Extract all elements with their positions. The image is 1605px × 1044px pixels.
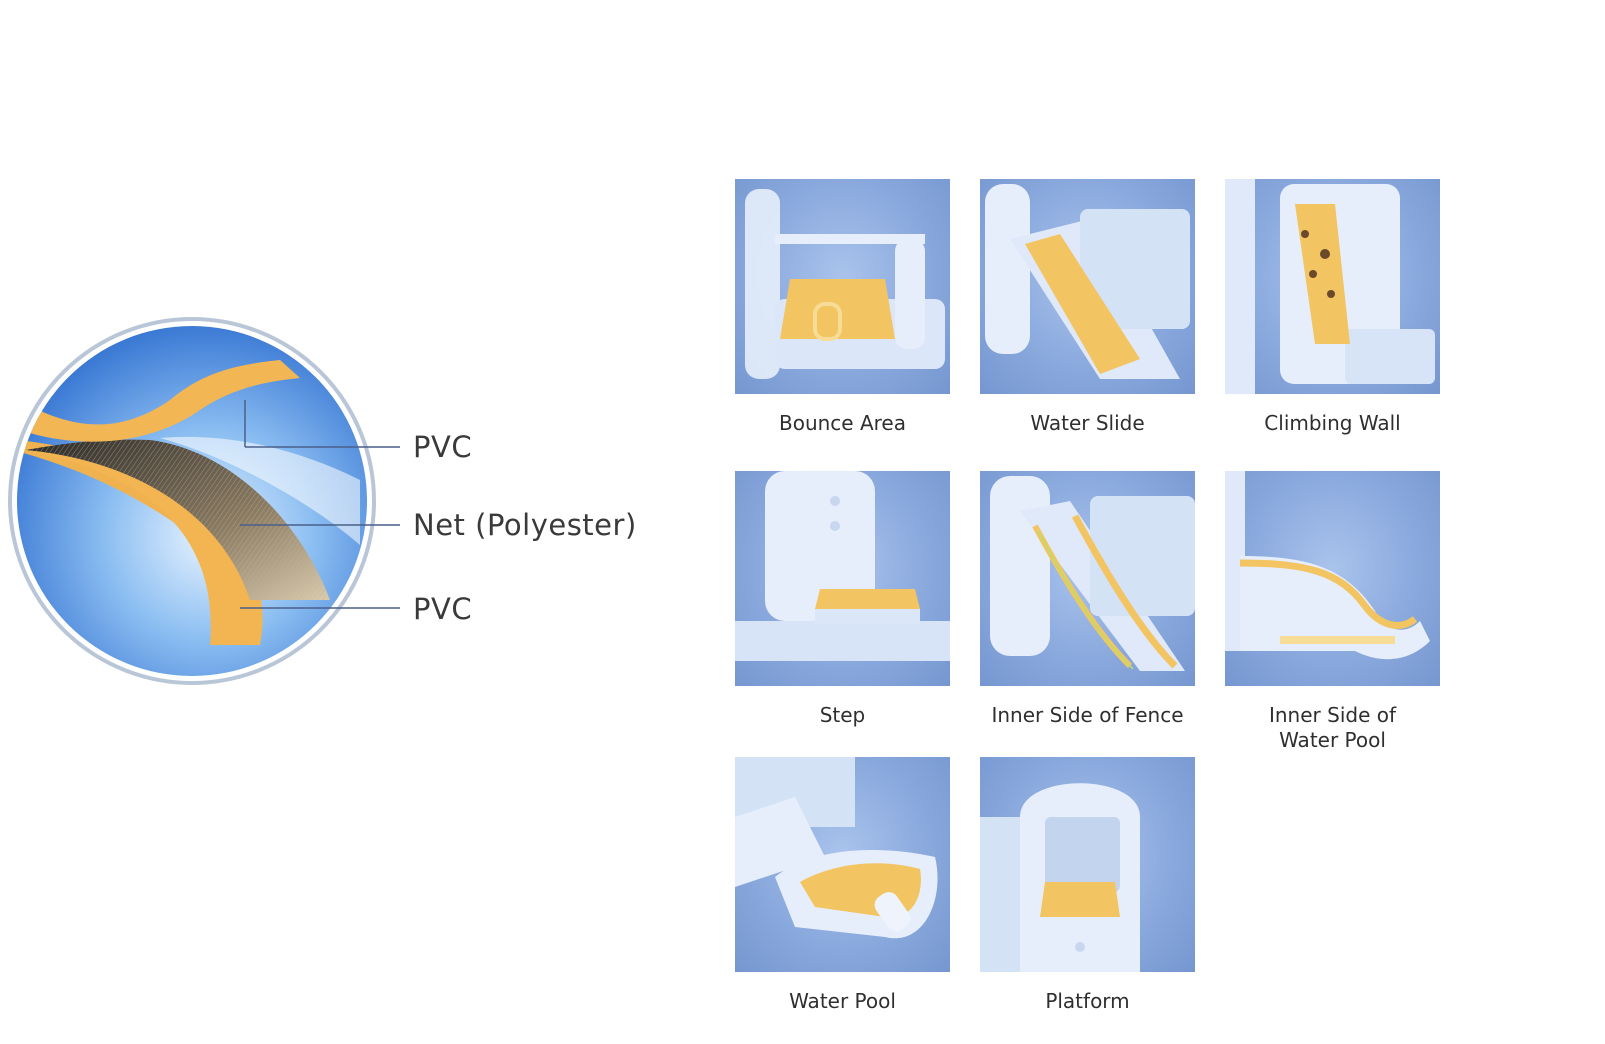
climbing-wall-icon <box>1225 179 1440 394</box>
tile-step: Step <box>735 471 950 728</box>
tile-climbing-wall: Climbing Wall <box>1225 179 1440 436</box>
tile-caption: Platform <box>1045 989 1130 1013</box>
layer-label-bottom: PVC <box>413 592 473 626</box>
layer-label-middle: Net (Polyester) <box>413 508 637 542</box>
tile-caption: Water Pool <box>789 989 896 1013</box>
material-layer-diagram: PVC Net (Polyester) PVC <box>0 300 660 720</box>
fence-icon <box>980 471 1195 686</box>
tile-inner-side-water-pool: Inner Side of Water Pool <box>1225 471 1440 753</box>
tile-water-slide: Water Slide <box>980 179 1195 436</box>
tile-caption: Bounce Area <box>779 411 906 435</box>
tile-caption: Climbing Wall <box>1264 411 1401 435</box>
tile-caption: Step <box>819 703 866 727</box>
tile-caption: Inner Side of Fence <box>991 703 1184 727</box>
bounce-area-icon <box>735 179 950 394</box>
layer-label-top: PVC <box>413 430 473 464</box>
platform-icon <box>980 757 1195 972</box>
tile-water-pool: Water Pool <box>735 757 950 1014</box>
water-slide-icon <box>980 179 1195 394</box>
tile-bounce-area: Bounce Area <box>735 179 950 436</box>
water-pool-inner-icon <box>1225 471 1440 686</box>
tile-caption: Inner Side of Water Pool <box>1268 703 1397 752</box>
water-pool-icon <box>735 757 950 972</box>
step-icon <box>735 471 950 686</box>
material-cross-section-icon <box>8 317 400 685</box>
tile-platform: Platform <box>980 757 1195 1014</box>
tile-caption: Water Slide <box>1030 411 1145 435</box>
tile-inner-side-fence: Inner Side of Fence <box>980 471 1195 728</box>
